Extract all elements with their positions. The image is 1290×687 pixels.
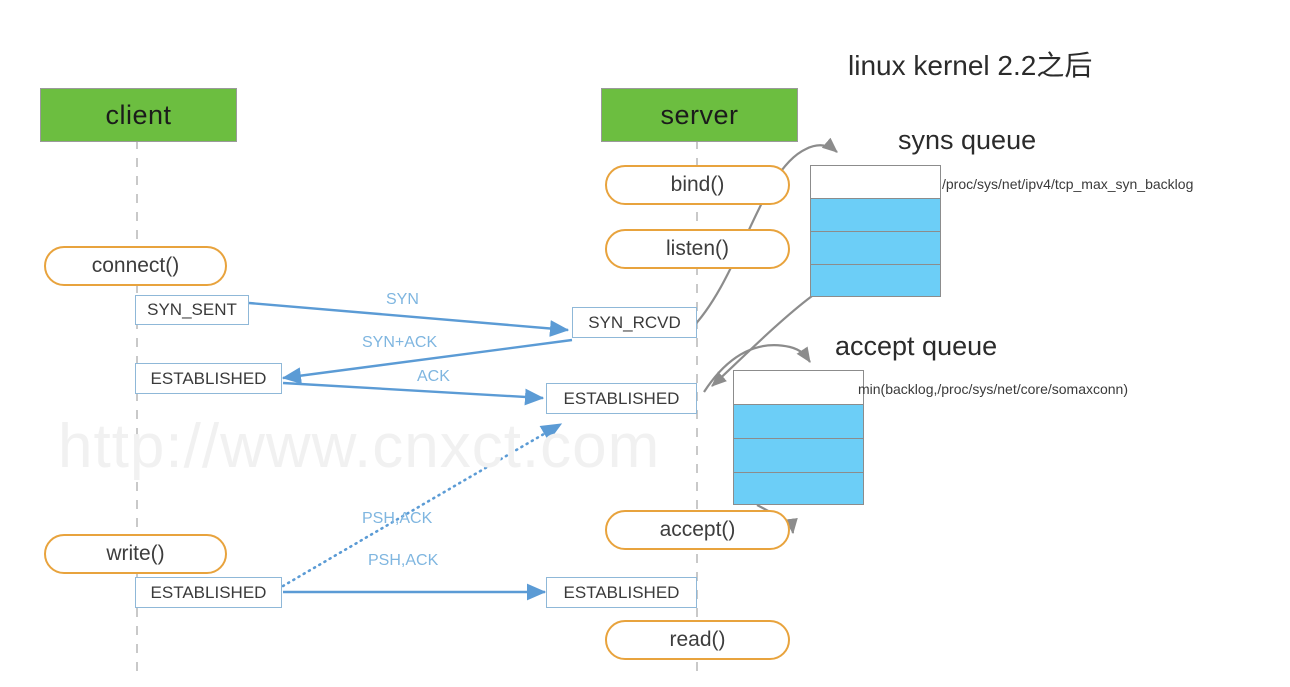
state-server-syn-rcvd-label: SYN_RCVD bbox=[588, 312, 681, 332]
call-listen[interactable]: listen() bbox=[605, 229, 790, 269]
state-client-established-2: ESTABLISHED bbox=[135, 577, 282, 608]
syns-queue-cell-1 bbox=[811, 199, 940, 232]
message-label-syn-ack: SYN+ACK bbox=[362, 334, 438, 351]
actor-server: server bbox=[601, 88, 798, 142]
actor-client: client bbox=[40, 88, 237, 142]
call-bind[interactable]: bind() bbox=[605, 165, 790, 205]
state-server-established-2-label: ESTABLISHED bbox=[563, 582, 680, 602]
syns-queue-cell-3 bbox=[811, 265, 940, 296]
call-connect-label: connect() bbox=[91, 254, 180, 277]
accept-queue-cell-0 bbox=[734, 371, 863, 405]
accept-queue-note: min(backlog,/proc/sys/net/core/somaxconn… bbox=[858, 381, 1128, 397]
watermark: http://www.cnxct.com bbox=[58, 412, 661, 481]
state-client-established-1: ESTABLISHED bbox=[135, 363, 282, 394]
page-title: linux kernel 2.2之后 bbox=[848, 50, 1093, 81]
message-label-ack: ACK bbox=[417, 368, 450, 385]
state-server-established-2: ESTABLISHED bbox=[546, 577, 697, 608]
message-label-syn: SYN bbox=[386, 291, 419, 308]
call-accept-label: accept() bbox=[659, 518, 736, 541]
ack-arrow bbox=[282, 381, 545, 406]
state-server-syn-rcvd: SYN_RCVD bbox=[572, 307, 697, 338]
accept-queue-cell-2 bbox=[734, 439, 863, 473]
syns-queue-title: syns queue bbox=[898, 125, 1037, 155]
call-read-label: read() bbox=[669, 628, 726, 651]
state-client-established-2-label: ESTABLISHED bbox=[150, 582, 267, 602]
call-connect[interactable]: connect() bbox=[44, 246, 227, 286]
state-client-established-1-label: ESTABLISHED bbox=[150, 368, 267, 388]
state-client-syn-sent: SYN_SENT bbox=[135, 295, 249, 325]
accept-queue-cell-1 bbox=[734, 405, 863, 439]
call-read[interactable]: read() bbox=[605, 620, 790, 660]
actor-client-label: client bbox=[105, 99, 172, 130]
accept-queue-cell-3 bbox=[734, 473, 863, 504]
message-label-psh-ack-dotted: PSH,ACK bbox=[362, 510, 433, 527]
call-write[interactable]: write() bbox=[44, 534, 227, 574]
accept-queue bbox=[733, 370, 864, 505]
syns-queue bbox=[810, 165, 941, 297]
call-listen-label: listen() bbox=[665, 237, 729, 260]
call-write-label: write() bbox=[106, 542, 165, 565]
syns-queue-cell-2 bbox=[811, 232, 940, 265]
call-accept[interactable]: accept() bbox=[605, 510, 790, 550]
state-client-syn-sent-label: SYN_SENT bbox=[147, 300, 237, 319]
state-server-established-1-label: ESTABLISHED bbox=[563, 388, 680, 408]
syns-queue-cell-0 bbox=[811, 166, 940, 199]
call-bind-label: bind() bbox=[670, 173, 725, 196]
syns-queue-note: /proc/sys/net/ipv4/tcp_max_syn_backlog bbox=[942, 176, 1194, 192]
actor-server-label: server bbox=[660, 99, 739, 130]
accept-queue-title: accept queue bbox=[835, 331, 998, 361]
message-label-psh-ack-solid: PSH,ACK bbox=[368, 552, 439, 569]
state-server-established-1: ESTABLISHED bbox=[546, 383, 697, 414]
